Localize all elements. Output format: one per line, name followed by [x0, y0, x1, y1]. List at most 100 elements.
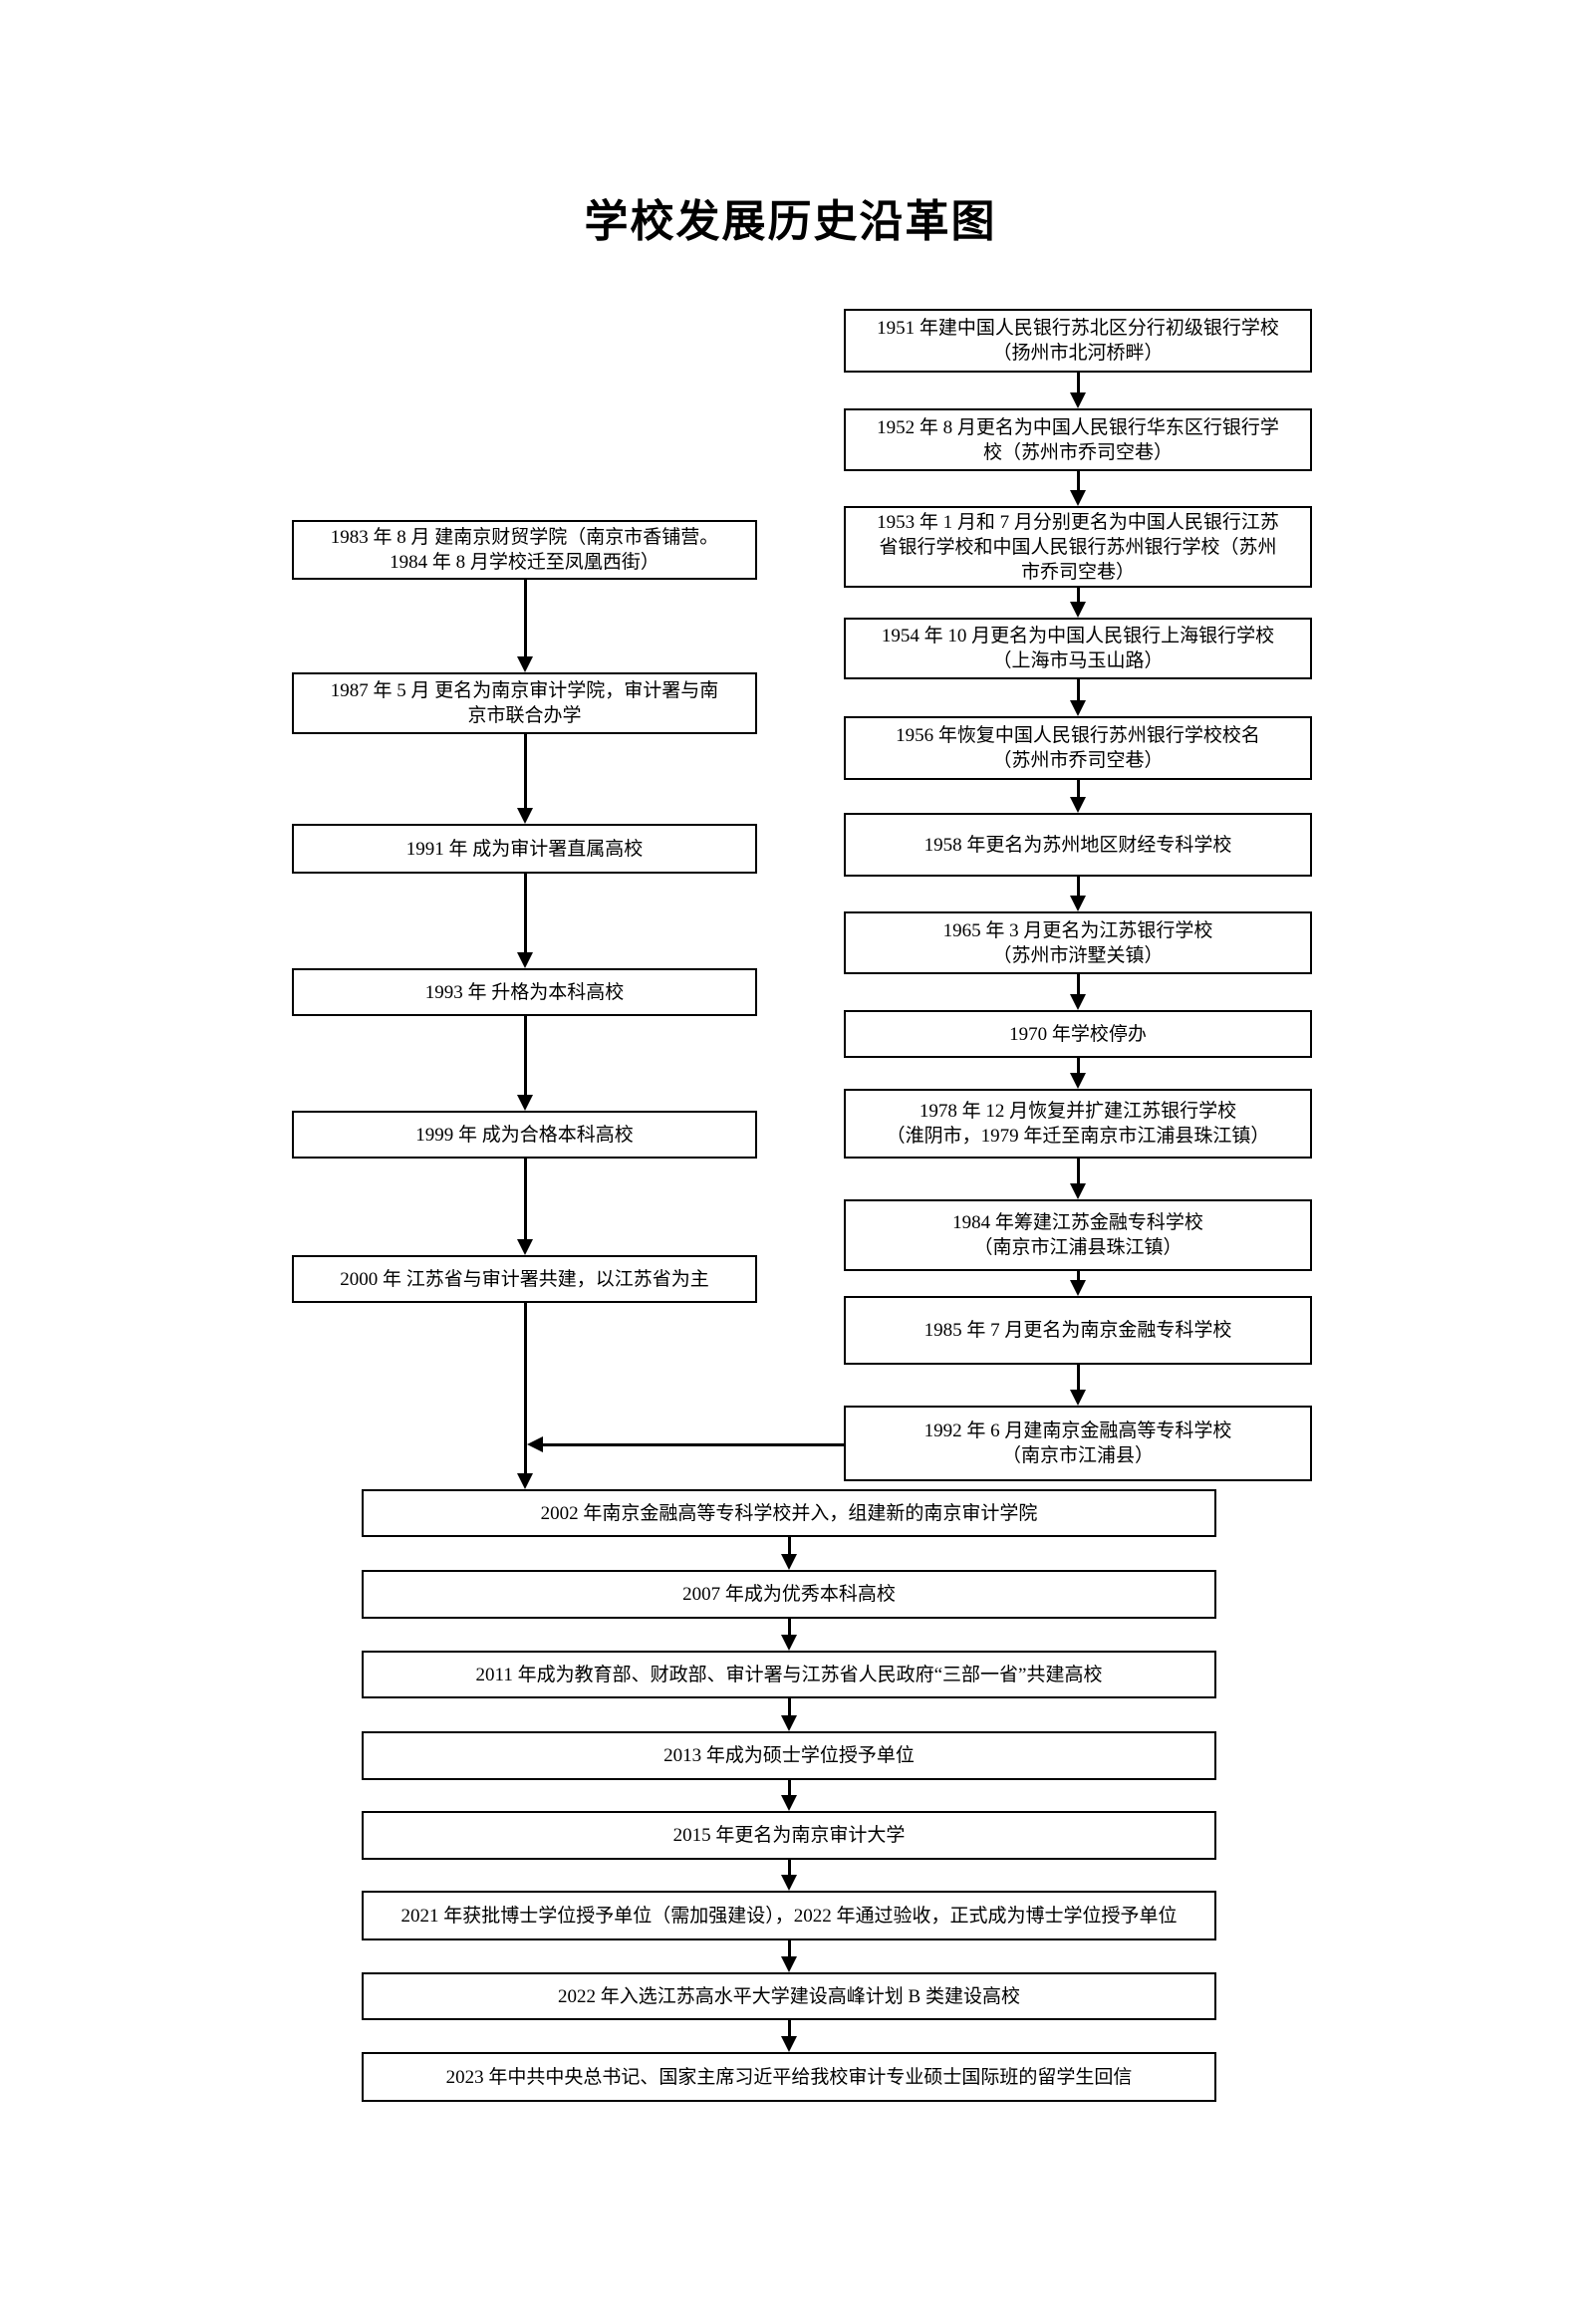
flow-node-text: 2002 年南京金融高等专科学校并入，组建新的南京审计学院 — [540, 1502, 1038, 1524]
flow-node-1978: 1978 年 12 月恢复并扩建江苏银行学校（淮阴市，1979 年迁至南京市江浦… — [844, 1089, 1312, 1159]
flow-node-2021: 2021 年获批博士学位授予单位（需加强建设），2022 年通过验收，正式成为博… — [362, 1891, 1216, 1940]
flow-node-text: 2022 年入选江苏高水平大学建设高峰计划 B 类建设高校 — [558, 1985, 1020, 2007]
flow-node-1993: 1993 年 升格为本科高校 — [292, 968, 757, 1016]
flow-node-2002: 2002 年南京金融高等专科学校并入，组建新的南京审计学院 — [362, 1489, 1216, 1537]
down-arrow-head-icon — [517, 952, 533, 968]
flow-node-1983: 1983 年 8 月 建南京财贸学院（南京市香铺营。 1984 年 8 月学校迁至… — [292, 520, 757, 580]
flow-node-text: 1970 年学校停办 — [1009, 1023, 1147, 1045]
flow-node-text: 1954 年 10 月更名为中国人民银行上海银行学校 — [881, 626, 1275, 646]
down-arrow-head-icon — [1070, 490, 1086, 506]
flow-node-2013: 2013 年成为硕士学位授予单位 — [362, 1731, 1216, 1780]
flow-node-text: 1993 年 升格为本科高校 — [424, 981, 625, 1003]
down-arrow-stem — [523, 1159, 527, 1239]
down-arrow-stem — [523, 580, 527, 656]
down-arrow-stem — [1076, 1159, 1080, 1183]
flow-node-1999: 1999 年 成为合格本科高校 — [292, 1111, 757, 1159]
flow-node-1951: 1951 年建中国人民银行苏北区分行初级银行学校 （扬州市北河桥畔） — [844, 309, 1312, 373]
flow-node-text: 市乔司空巷） — [1020, 561, 1135, 583]
down-arrow-stem — [787, 1698, 791, 1715]
flow-node-1954: 1954 年 10 月更名为中国人民银行上海银行学校 （上海市马玉山路） — [844, 618, 1312, 679]
down-arrow-stem — [787, 1860, 791, 1875]
flow-node-text: （上海市马玉山路） — [992, 650, 1164, 671]
down-arrow-stem — [1076, 1058, 1080, 1073]
down-arrow-stem — [1076, 1365, 1080, 1390]
merge-left-arrow-stem — [543, 1442, 844, 1446]
flow-node-text: 1951 年建中国人民银行苏北区分行初级银行学校 — [877, 318, 1279, 339]
flow-node-text: 省银行学校和中国人民银行苏州银行学校（苏州 — [879, 536, 1277, 558]
flow-node-1952: 1952 年 8 月更名为中国人民银行华东区行银行学校（苏州市乔司空巷） — [844, 408, 1312, 471]
flow-node-2022: 2022 年入选江苏高水平大学建设高峰计划 B 类建设高校 — [362, 1972, 1216, 2020]
flow-node-text: 1953 年 1 月和 7 月分别更名为中国人民银行江苏 — [877, 511, 1279, 533]
down-arrow-stem — [1076, 1271, 1080, 1280]
down-arrow-head-icon — [1070, 797, 1086, 813]
down-arrow-stem — [1076, 373, 1080, 392]
down-arrow-head-icon — [517, 808, 533, 824]
down-arrow-stem — [1076, 471, 1080, 490]
down-arrow-head-icon — [517, 656, 533, 672]
down-arrow-stem — [1076, 974, 1080, 994]
down-arrow-stem — [787, 1619, 791, 1635]
flow-node-text: 1991 年 成为审计署直属高校 — [405, 838, 644, 860]
flow-node-2023: 2023 年中共中央总书记、国家主席习近平给我校审计专业硕士国际班的留学生回信 — [362, 2052, 1216, 2102]
flow-node-text: （苏州市乔司空巷） — [992, 750, 1164, 771]
flow-node-text: 2011 年成为教育部、财政部、审计署与江苏省人民政府“三部一省”共建高校 — [475, 1664, 1103, 1685]
down-arrow-head-icon — [781, 1715, 797, 1731]
down-arrow-head-icon — [781, 1554, 797, 1570]
flow-node-text: 2021 年获批博士学位授予单位（需加强建设），2022 年通过验收，正式成为博… — [400, 1905, 1178, 1927]
down-arrow-stem — [1076, 588, 1080, 602]
flow-node-text: 1958 年更名为苏州地区财经专科学校 — [923, 834, 1232, 856]
flow-node-text: 1984 年筹建江苏金融专科学校 — [952, 1212, 1203, 1233]
flow-node-1953: 1953 年 1 月和 7 月分别更名为中国人民银行江苏省银行学校和中国人民银行… — [844, 506, 1312, 588]
down-arrow-head-icon — [1070, 392, 1086, 408]
flow-node-text: （南京市江浦县珠江镇） — [973, 1237, 1183, 1258]
flow-node-text: 1983 年 8 月 建南京财贸学院（南京市香铺营。 — [330, 527, 719, 548]
flow-node-1956: 1956 年恢复中国人民银行苏州银行学校校名（苏州市乔司空巷） — [844, 716, 1312, 780]
down-arrow-stem — [523, 874, 527, 952]
flow-node-text: 2013 年成为硕士学位授予单位 — [663, 1745, 915, 1766]
flow-node-text: （扬州市北河桥畔） — [992, 343, 1164, 364]
flow-node-1985: 1985 年 7 月更名为南京金融专科学校 — [844, 1296, 1312, 1365]
down-arrow-head-icon — [517, 1239, 533, 1255]
flow-node-1987: 1987 年 5 月 更名为南京审计学院，审计署与南京市联合办学 — [292, 672, 757, 734]
flow-node-text: 1992 年 6 月建南京金融高等专科学校 — [923, 1420, 1232, 1441]
down-arrow-stem — [787, 2020, 791, 2036]
down-arrow-stem — [1076, 877, 1080, 896]
flow-node-2011: 2011 年成为教育部、财政部、审计署与江苏省人民政府“三部一省”共建高校 — [362, 1651, 1216, 1698]
flow-node-1965: 1965 年 3 月更名为江苏银行学校 （苏州市浒墅关镇） — [844, 911, 1312, 974]
flow-node-text: 1985 年 7 月更名为南京金融专科学校 — [923, 1320, 1232, 1341]
down-arrow-head-icon — [1070, 896, 1086, 911]
flow-node-2000: 2000 年 江苏省与审计署共建，以江苏省为主 — [292, 1255, 757, 1303]
flow-node-1992: 1992 年 6 月建南京金融高等专科学校 （南京市江浦县） — [844, 1406, 1312, 1481]
flow-node-text: 2000 年 江苏省与审计署共建，以江苏省为主 — [340, 1268, 709, 1290]
flow-node-text: （南京市江浦县） — [1001, 1445, 1154, 1466]
down-arrow-head-icon — [781, 2036, 797, 2052]
flow-node-text: 2015 年更名为南京审计大学 — [672, 1825, 906, 1846]
down-arrow-head-icon — [1070, 1390, 1086, 1406]
flow-node-text: 1965 年 3 月更名为江苏银行学校 — [942, 919, 1213, 941]
page-title: 学校发展历史沿革图 — [584, 197, 997, 246]
flow-node-1984: 1984 年筹建江苏金融专科学校 （南京市江浦县珠江镇） — [844, 1199, 1312, 1271]
flow-node-text: 1984 年 8 月学校迁至凤凰西街） — [390, 552, 659, 573]
flow-node-2015: 2015 年更名为南京审计大学 — [362, 1811, 1216, 1860]
down-arrow-head-icon — [517, 1095, 533, 1111]
down-arrow-head-icon — [781, 1875, 797, 1891]
merge-down-arrow-head-icon — [517, 1473, 533, 1489]
flow-node-text: 2023 年中共中央总书记、国家主席习近平给我校审计专业硕士国际班的留学生回信 — [445, 2066, 1133, 2088]
flow-node-text: 京市联合办学 — [467, 705, 582, 726]
flow-node-text: 校（苏州市乔司空巷） — [982, 441, 1173, 463]
down-arrow-head-icon — [781, 1795, 797, 1811]
down-arrow-stem — [787, 1780, 791, 1795]
flow-node-2007: 2007 年成为优秀本科高校 — [362, 1570, 1216, 1619]
flow-node-1970: 1970 年学校停办 — [844, 1010, 1312, 1058]
flow-node-1958: 1958 年更名为苏州地区财经专科学校 — [844, 813, 1312, 877]
down-arrow-stem — [787, 1537, 791, 1554]
down-arrow-head-icon — [1070, 602, 1086, 618]
down-arrow-stem — [523, 734, 527, 808]
down-arrow-head-icon — [1070, 1280, 1086, 1296]
down-arrow-head-icon — [781, 1956, 797, 1972]
flow-node-text: 1978 年 12 月恢复并扩建江苏银行学校 — [919, 1101, 1237, 1122]
flow-node-text: （苏州市浒墅关镇） — [992, 944, 1164, 966]
merge-down-arrow-stem — [523, 1303, 527, 1473]
down-arrow-head-icon — [1070, 1073, 1086, 1089]
